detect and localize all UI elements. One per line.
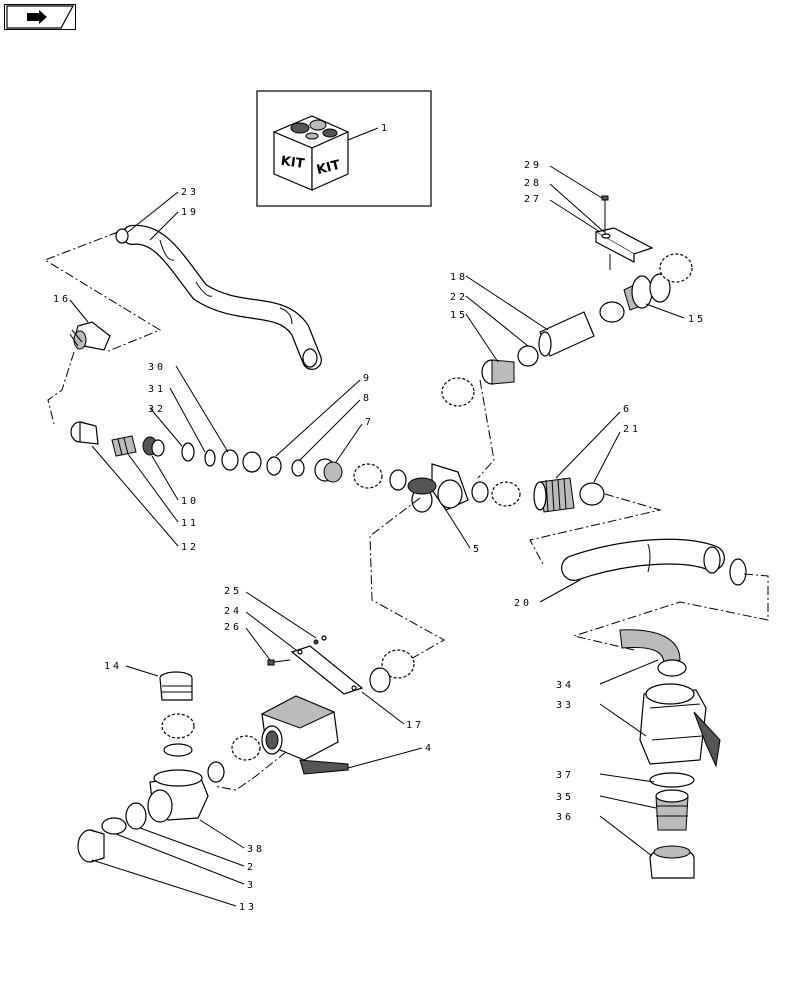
kit-label-left: KIT <box>280 154 306 172</box>
part-label-20: 20 <box>514 598 532 609</box>
plug-14 <box>159 671 193 701</box>
part-label-23: 23 <box>181 187 199 198</box>
part-label-17: 17 <box>406 720 424 731</box>
part-label-9: 9 <box>363 373 372 384</box>
kit-label-right: KIT <box>315 158 342 178</box>
part-label-21: 21 <box>623 424 641 435</box>
clamp-23 <box>115 228 129 244</box>
part-label-14: 14 <box>104 661 122 672</box>
bracket-17 <box>290 645 364 695</box>
part-label-38: 38 <box>247 844 265 855</box>
nipple-11 <box>111 435 137 457</box>
hose-clamp-lower-a <box>381 649 415 679</box>
navigation-button[interactable] <box>4 4 76 30</box>
part-label-22: 22 <box>450 292 468 303</box>
clamp-37 <box>649 772 695 788</box>
clamp-9 <box>266 456 282 476</box>
ring-lower-a <box>369 667 391 693</box>
ring-2 <box>125 802 147 830</box>
clamp-22 <box>517 345 539 367</box>
ring-14 <box>163 743 193 757</box>
ring-mid <box>389 469 407 491</box>
part-label-27: 27 <box>524 194 542 205</box>
ring-8 <box>291 459 305 477</box>
part-label-7: 7 <box>365 417 374 428</box>
coupling-36 <box>649 845 695 879</box>
part-label-34: 34 <box>556 680 574 691</box>
part-label-33: 33 <box>556 700 574 711</box>
ring-upper-right <box>649 273 671 303</box>
bolt-26 <box>267 659 291 666</box>
part-label-12: 12 <box>181 542 199 553</box>
hose-19 <box>122 224 322 370</box>
part-label-36: 36 <box>556 812 574 823</box>
hose-clamp-upper-right <box>659 253 693 283</box>
valve-4 <box>260 695 349 775</box>
part-label-30: 30 <box>148 362 166 373</box>
fitting-7 <box>314 458 343 483</box>
hose-clamp-mid-a <box>353 463 383 489</box>
arrow-right-icon <box>6 5 75 29</box>
part-label-24: 24 <box>224 606 242 617</box>
hose-clamp-lower-b <box>231 735 261 761</box>
part-label-37: 37 <box>556 770 574 781</box>
part-label-11: 11 <box>181 518 199 529</box>
cap-13 <box>77 829 105 863</box>
hose-clamp-upper-left <box>441 377 475 407</box>
clamp-20 <box>729 558 747 586</box>
hose-clamp-14 <box>161 713 195 739</box>
hose-20 <box>561 538 725 581</box>
hose-18 <box>538 311 595 357</box>
ring-30b <box>242 451 262 473</box>
valve-33 <box>639 683 721 768</box>
part-label-18: 18 <box>450 272 468 283</box>
washer-28 <box>601 233 611 239</box>
ring-30 <box>221 449 239 471</box>
clamp-32 <box>181 442 195 462</box>
part-label-10: 10 <box>181 496 199 507</box>
clamp-22b <box>599 301 625 323</box>
part-label-19: 19 <box>181 207 199 218</box>
part-label-5: 5 <box>473 544 482 555</box>
part-label-6: 6 <box>623 404 632 415</box>
part-label-29: 29 <box>524 160 542 171</box>
hose-clamp-mid-b <box>491 481 521 507</box>
kit-box-inset: KIT KIT 1 <box>256 90 432 207</box>
washer-24 <box>321 635 327 641</box>
part-label-26: 26 <box>224 622 242 633</box>
nut-25 <box>313 639 319 645</box>
part-label-4: 4 <box>425 743 434 754</box>
tee-38 <box>147 769 209 823</box>
part-label-32: 32 <box>148 404 166 415</box>
ring-lower-b <box>207 761 225 783</box>
elbow-34 <box>619 629 687 677</box>
coupling-35 <box>655 789 689 831</box>
clamp-3 <box>101 817 127 835</box>
fitting-15-left <box>481 359 515 385</box>
ring-31 <box>204 449 216 467</box>
ring-mid-b <box>471 481 489 503</box>
part-label-3: 3 <box>247 880 256 891</box>
part-label-28: 28 <box>524 178 542 189</box>
part-label-15-left: 15 <box>450 310 468 321</box>
part-label-2: 2 <box>247 862 256 873</box>
clamp-21 <box>579 482 605 506</box>
part-label-35: 35 <box>556 792 574 803</box>
bracket-27 <box>594 227 654 263</box>
part-label-13: 13 <box>239 902 257 913</box>
part-label-8: 8 <box>363 393 372 404</box>
part-label-16: 16 <box>53 294 71 305</box>
part-label-1: 1 <box>381 123 390 134</box>
fitting-5 <box>407 463 469 513</box>
corrugated-fitting-6 <box>533 477 575 513</box>
part-label-15-right: 15 <box>688 314 706 325</box>
fitting-10 <box>142 436 165 457</box>
fitting-12 <box>70 421 99 445</box>
part-label-31: 31 <box>148 384 166 395</box>
elbow-16 <box>69 321 111 351</box>
part-label-25: 25 <box>224 586 242 597</box>
